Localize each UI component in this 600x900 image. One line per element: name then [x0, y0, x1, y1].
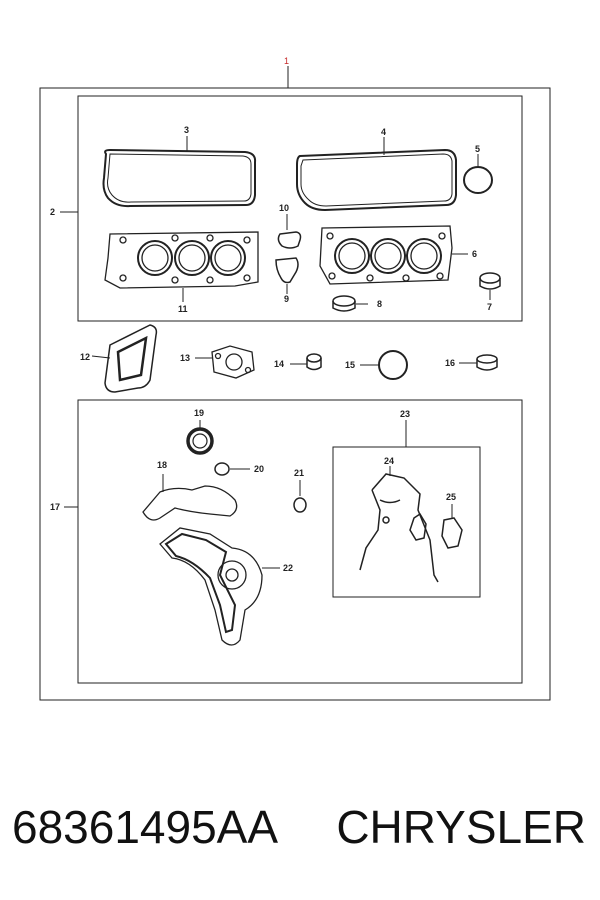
callout-25: 25 [446, 492, 456, 502]
callout-2: 2 [50, 207, 55, 217]
gasket-kit-diagram: 1 2 3 4 5 6 7 8 9 10 11 12 13 14 15 16 1… [39, 56, 551, 701]
o-ring-21 [293, 497, 307, 513]
footer: 68361495AA CHRYSLER [0, 800, 600, 870]
callout-7: 7 [487, 302, 492, 312]
outer-frame [39, 87, 551, 701]
callout-4: 4 [381, 127, 386, 137]
callout-24: 24 [384, 456, 394, 466]
callout-18: 18 [157, 460, 167, 470]
callout-21: 21 [294, 468, 304, 478]
timing-cover-box [332, 446, 481, 598]
callout-6: 6 [472, 249, 477, 259]
o-ring-5 [463, 166, 493, 194]
valve-cover-gasket-right [296, 148, 457, 212]
water-pump-gasket [159, 527, 263, 646]
callout-15: 15 [345, 360, 355, 370]
o-ring-15 [378, 350, 408, 380]
timing-cover-gasket-24 [359, 473, 439, 583]
gasket-25b [441, 517, 463, 549]
callout-11: 11 [178, 304, 188, 314]
head-gasket-right [319, 225, 453, 285]
callout-3: 3 [184, 125, 189, 135]
gasket-18 [142, 485, 238, 521]
callout-10: 10 [279, 203, 289, 213]
gasket-25a [409, 512, 427, 541]
gasket-10 [277, 231, 302, 249]
seal-8 [332, 295, 356, 312]
callout-17: 17 [50, 502, 60, 512]
callout-8: 8 [377, 299, 382, 309]
callout-16: 16 [445, 358, 455, 368]
o-ring-20 [214, 462, 230, 476]
callout-14: 14 [274, 359, 284, 369]
head-gasket-left [104, 231, 259, 289]
upper-group-box [77, 95, 523, 322]
callout-22: 22 [283, 563, 293, 573]
callout-13: 13 [180, 353, 190, 363]
callout-1: 1 [284, 56, 289, 66]
gasket-12 [104, 324, 158, 393]
callout-19: 19 [194, 408, 204, 418]
lower-group-box [77, 399, 523, 684]
callout-9: 9 [284, 294, 289, 304]
gasket-9 [275, 257, 299, 284]
seal-19 [186, 427, 214, 455]
seal-16 [476, 354, 498, 371]
callout-5: 5 [475, 144, 480, 154]
brand-name: CHRYSLER [336, 801, 586, 853]
callout-20: 20 [254, 464, 264, 474]
callout-23: 23 [400, 409, 410, 419]
part-number: 68361495AA [12, 801, 279, 853]
valve-cover-gasket-left [102, 148, 257, 208]
gasket-13 [211, 345, 255, 379]
seal-7 [479, 272, 501, 290]
callout-12: 12 [80, 352, 90, 362]
seal-14 [306, 353, 322, 371]
